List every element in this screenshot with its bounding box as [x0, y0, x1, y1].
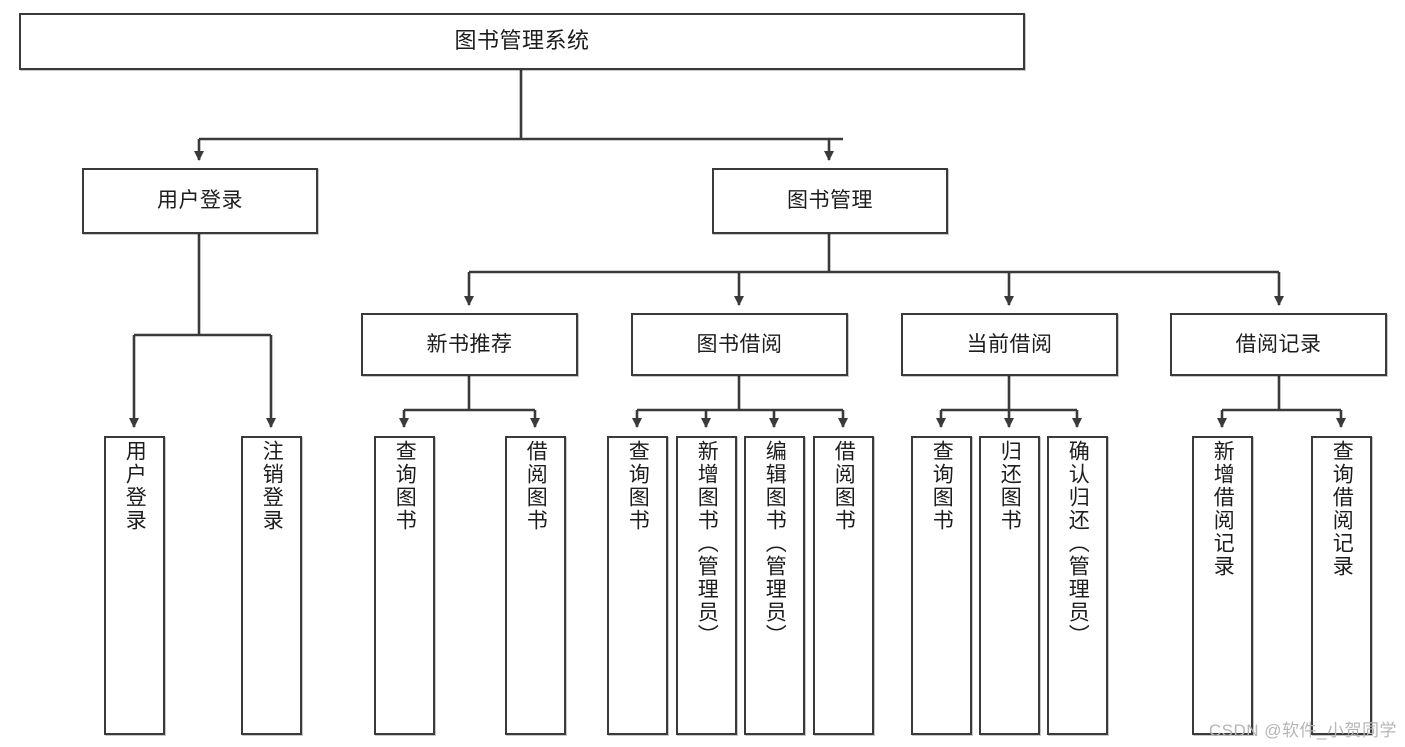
- node-current-borrow[interactable]: 当前借阅: [901, 313, 1118, 376]
- leaf-user-logout[interactable]: 注销登录: [241, 436, 302, 735]
- leaf-query-book-1[interactable]: 查询图书: [374, 436, 435, 735]
- leaf-query-book-3[interactable]: 查询图书: [911, 436, 972, 735]
- node-borrow-record[interactable]: 借阅记录: [1170, 313, 1387, 376]
- node-label: 借阅图书: [524, 440, 548, 532]
- leaf-query-book-2[interactable]: 查询图书: [607, 436, 668, 735]
- node-label: 借阅图书: [832, 440, 856, 532]
- leaf-edit-book[interactable]: 编辑图书（管理员）: [744, 436, 805, 735]
- node-book-management[interactable]: 图书管理: [712, 168, 948, 234]
- node-label: 查询图书: [930, 440, 954, 532]
- node-label: 用户登录: [157, 189, 243, 213]
- leaf-user-login[interactable]: 用户登录: [104, 436, 165, 735]
- node-label: 编辑图书（管理员）: [763, 440, 787, 647]
- node-root-system[interactable]: 图书管理系统: [19, 13, 1025, 70]
- leaf-confirm-return[interactable]: 确认归还（管理员）: [1047, 436, 1108, 735]
- node-label: 查询借阅记录: [1330, 440, 1354, 578]
- node-label: 注销登录: [260, 440, 284, 532]
- node-label: 查询图书: [393, 440, 417, 532]
- csdn-watermark: CSDN @软件_小贺同学: [1208, 721, 1397, 740]
- leaf-add-record[interactable]: 新增借阅记录: [1192, 436, 1253, 735]
- leaf-borrow-book-1[interactable]: 借阅图书: [505, 436, 566, 735]
- leaf-add-book[interactable]: 新增图书（管理员）: [676, 436, 737, 735]
- node-user-login[interactable]: 用户登录: [82, 168, 318, 234]
- node-label: 当前借阅: [966, 332, 1053, 356]
- node-label: 用户登录: [123, 440, 147, 532]
- node-new-book-recommend[interactable]: 新书推荐: [361, 313, 578, 376]
- node-label: 借阅记录: [1235, 332, 1322, 356]
- node-label: 图书借阅: [696, 332, 783, 356]
- node-label: 查询图书: [626, 440, 650, 532]
- node-label: 图书管理系统: [454, 28, 590, 54]
- node-label: 新增借阅记录: [1211, 440, 1235, 578]
- leaf-borrow-book-2[interactable]: 借阅图书: [813, 436, 874, 735]
- leaf-return-book[interactable]: 归还图书: [979, 436, 1040, 735]
- node-label: 确认归还（管理员）: [1066, 440, 1090, 647]
- node-label: 图书管理: [787, 189, 873, 213]
- node-label: 归还图书: [998, 440, 1022, 532]
- node-label: 新书推荐: [426, 332, 513, 356]
- node-label: 新增图书（管理员）: [695, 440, 719, 647]
- node-book-borrow[interactable]: 图书借阅: [631, 313, 848, 376]
- leaf-query-record[interactable]: 查询借阅记录: [1311, 436, 1372, 735]
